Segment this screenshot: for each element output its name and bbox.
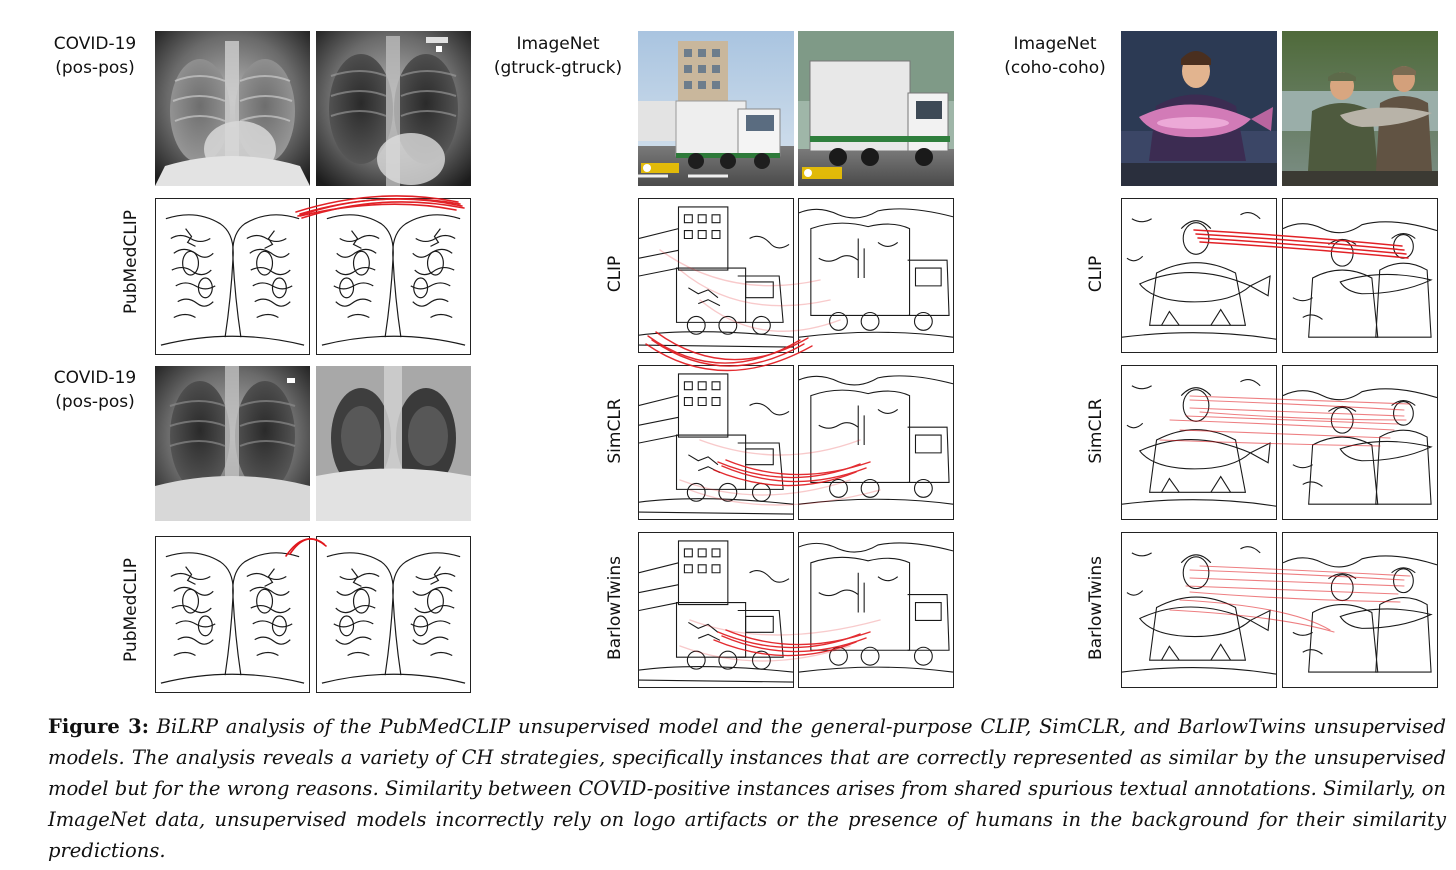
covid-xray-1a — [155, 31, 310, 186]
label-coho-simclr: SimCLR — [1086, 398, 1106, 464]
label-pubmedclip-2: PubMedCLIP — [121, 557, 141, 663]
coho-barlow-edge-b — [1282, 532, 1438, 688]
label-coho-barlow: BarlowTwins — [1086, 556, 1106, 660]
truck-col-subtitle: (gtruck-gtruck) — [493, 58, 623, 78]
label-truck-clip: CLIP — [605, 255, 625, 293]
covid-col-subtitle-2: (pos-pos) — [55, 392, 135, 412]
truck-barlow-edge-a — [638, 532, 794, 688]
label-truck-simclr: SimCLR — [605, 398, 625, 464]
coho-col-label: ImageNet (coho-coho) — [996, 32, 1114, 80]
truck-col-label: ImageNet (gtruck-gtruck) — [488, 32, 628, 80]
truck-barlow-edge-b — [798, 532, 954, 688]
coho-photo-a — [1121, 31, 1277, 186]
covid-xray-2b — [316, 366, 471, 521]
pubmedclip-edge-2a — [155, 536, 310, 693]
label-coho-clip: CLIP — [1086, 255, 1106, 293]
truck-simclr-edge-b — [798, 365, 954, 520]
label-truck-barlow: BarlowTwins — [605, 556, 625, 660]
coho-simclr-edge-b — [1282, 365, 1438, 520]
truck-clip-edge-a — [638, 198, 794, 353]
coho-col-subtitle: (coho-coho) — [1004, 58, 1106, 78]
truck-simclr-edge-a — [638, 365, 794, 520]
coho-col-title: ImageNet — [1013, 34, 1097, 54]
pubmedclip-edge-1b — [316, 198, 471, 355]
covid-xray-2a — [155, 366, 310, 521]
covid-col-title-2: COVID-19 — [53, 368, 137, 388]
covid-col-title: COVID-19 — [53, 34, 137, 54]
truck-photo-b — [798, 31, 954, 186]
coho-photo-b — [1282, 31, 1438, 186]
pubmedclip-edge-1a — [155, 198, 310, 355]
covid-col-label-2: COVID-19 (pos-pos) — [36, 366, 154, 414]
coho-simclr-edge-a — [1121, 365, 1277, 520]
coho-clip-edge-a — [1121, 198, 1277, 353]
figure-label: Figure 3: — [48, 715, 149, 738]
truck-col-title: ImageNet — [516, 34, 600, 54]
covid-col-label: COVID-19 (pos-pos) — [36, 32, 154, 80]
caption-text: BiLRP analysis of the PubMedCLIP unsuper… — [48, 715, 1446, 862]
coho-clip-edge-b — [1282, 198, 1438, 353]
label-pubmedclip-1: PubMedCLIP — [121, 209, 141, 315]
truck-clip-edge-b — [798, 198, 954, 353]
covid-xray-1b — [316, 31, 471, 186]
coho-barlow-edge-a — [1121, 532, 1277, 688]
figure-caption: Figure 3: BiLRP analysis of the PubMedCL… — [48, 711, 1446, 866]
pubmedclip-edge-2b — [316, 536, 471, 693]
covid-col-subtitle: (pos-pos) — [55, 58, 135, 78]
truck-photo-a — [638, 31, 794, 186]
